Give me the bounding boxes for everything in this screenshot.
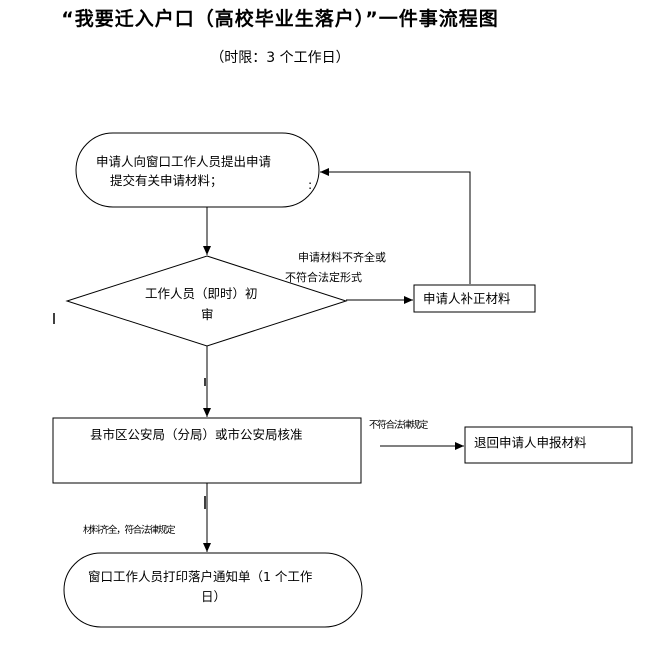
node-apply: 申请人向窗口工作人员提出申请 提交有关申请材料； : [75, 132, 320, 208]
node-review-line1: 工作人员（即时）初 [145, 286, 258, 301]
node-apply-line1: 申请人向窗口工作人员提出申请 [96, 154, 271, 169]
node-print-line1: 窗口工作人员打印落户通知单（1 个工作 [88, 569, 313, 584]
page-subtitle: （时限：3 个工作日） [210, 50, 350, 66]
node-return: 退回申请人申报材料 [464, 426, 633, 464]
edge-label-compliant: 材料齐全，符合法律规定 [83, 524, 176, 536]
node-approve: 县市区公安局（分局）或市公安局核准 [52, 417, 362, 484]
edge-label-incomplete-line1: 申请材料不齐全或 [298, 250, 386, 264]
node-supplement: 申请人补正材料 [413, 284, 536, 313]
node-print: 窗口工作人员打印落户通知单（1 个工作 日） [63, 552, 363, 628]
edge-supplement-to-apply [320, 168, 471, 284]
node-return-label: 退回申请人申报材料 [474, 435, 587, 450]
edge-label-not-compliant: 不符合法律规定 [369, 419, 429, 431]
node-apply-line2: 提交有关申请材料； [110, 173, 223, 188]
node-supplement-label: 申请人补正材料 [423, 291, 511, 306]
node-print-line2: 日） [201, 589, 226, 604]
page-title: “我要迁入户口（高校毕业生落户）”一件事流程图 [61, 8, 499, 30]
node-approve-label: 县市区公安局（分局）或市公安局核准 [90, 427, 303, 442]
node-review: 工作人员（即时）初 审 [65, 255, 348, 347]
node-review-line2: 审 [201, 307, 214, 322]
edge-label-incomplete-line2: 不符合法定形式 [285, 270, 362, 284]
stray-colon: : [308, 177, 312, 192]
